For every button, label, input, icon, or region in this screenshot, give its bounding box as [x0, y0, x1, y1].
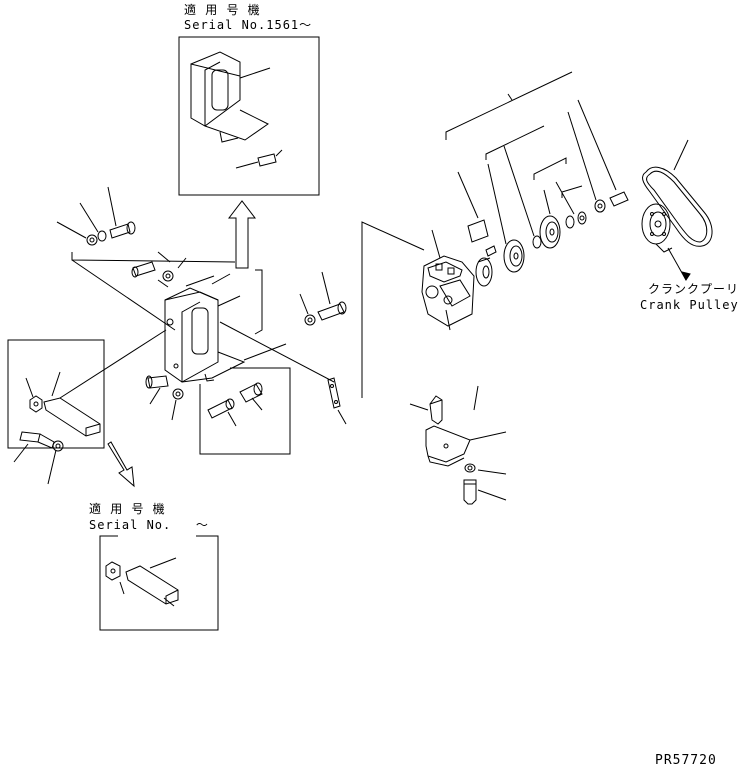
bolt-bracket-base	[146, 376, 183, 420]
pin-group	[200, 368, 290, 454]
applicable-label-top: 適 用 号 機	[184, 3, 261, 17]
compressor	[422, 230, 474, 330]
inset-frame-top	[179, 37, 319, 195]
clutch-parts	[446, 72, 628, 286]
crank-pulley	[642, 204, 690, 280]
bolt-group-upper-left	[57, 187, 235, 330]
bolt-right	[300, 272, 346, 325]
lower-right-bracket	[410, 386, 506, 504]
bolt-middle	[132, 252, 214, 287]
crank-pulley-label-jp: クランクプーリ	[648, 282, 740, 296]
inset-frame-bottom	[100, 536, 218, 630]
serial-label-bottom: Serial No. ～	[89, 518, 209, 532]
figure-code: PR57720	[655, 753, 717, 768]
bolt-lower-left	[14, 432, 63, 484]
v-belt	[643, 140, 713, 246]
inset-frame-lower-left	[8, 330, 166, 448]
applicable-label-bottom: 適 用 号 機	[89, 502, 166, 516]
serial-label-top: Serial No.1561～	[184, 18, 313, 32]
main-bracket	[165, 270, 334, 382]
arrow-up-icon	[229, 201, 255, 268]
link-plate	[328, 222, 424, 424]
arrow-down-right-icon	[108, 442, 134, 486]
crank-pulley-label-en: Crank Pulley	[640, 298, 739, 312]
